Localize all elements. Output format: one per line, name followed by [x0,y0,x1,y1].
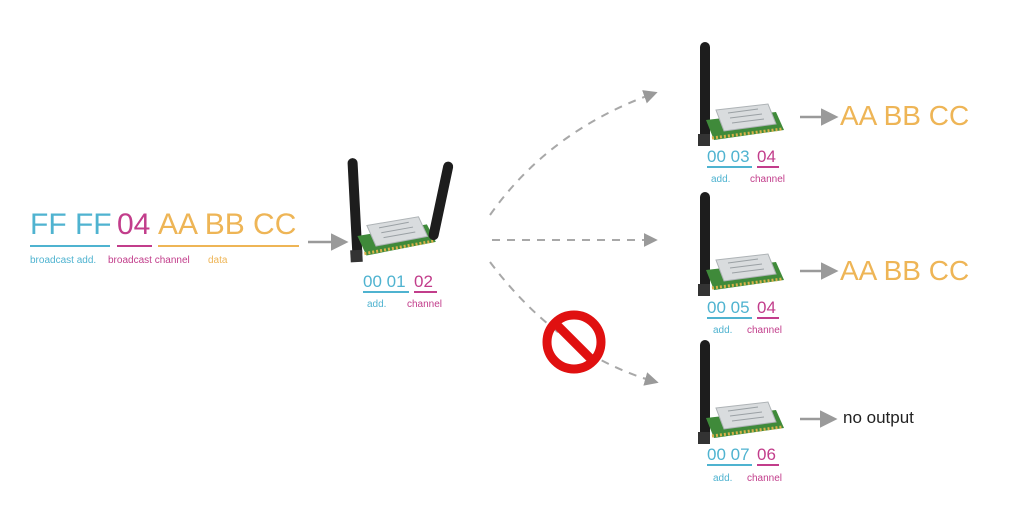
receiver-1-module-icon [696,40,786,148]
receiver-3-module-icon [696,338,786,446]
receiver-2-address: 00 05 [707,298,750,317]
broadcast-channel-label: broadcast channel [108,255,190,266]
sender-address: 00 01 [363,272,406,291]
receiver-2-output: AA BB CC [840,255,970,286]
receiver-3-channel: 06 [757,445,776,464]
receiver-1-channel: 04 [757,147,776,166]
sender-addr-label: add. [367,299,387,310]
sender-channel: 02 [414,272,433,291]
receiver-3-channel-label: channel [747,473,783,484]
receiver-3-addr-label: add. [713,473,733,484]
prohibit-icon [542,310,606,374]
receiver-1-addr-label: add. [711,174,731,185]
receiver-1-output: AA BB CC [840,100,970,131]
broadcast-channel: 04 [117,208,151,241]
receiver-2-module-icon [696,190,786,298]
packet-data: AA BB CC [158,208,297,241]
transmission-arrow-3 [489,261,659,386]
receiver-3-address: 00 07 [707,445,750,464]
sender-module-icon [343,152,454,264]
receiver-2-addr-label: add. [713,325,733,336]
receiver-1-channel-label: channel [750,174,786,185]
receiver-2-channel: 04 [757,298,776,317]
data-label: data [208,255,228,266]
transmission-arrow-1 [489,90,658,216]
broadcast-address: FF FF [30,208,112,241]
sender-channel-label: channel [407,299,443,310]
receiver-3-output: no output [843,408,914,427]
receiver-1-address: 00 03 [707,147,750,166]
broadcast-addr-label: broadcast add. [30,255,97,266]
receiver-2-channel-label: channel [747,325,783,336]
